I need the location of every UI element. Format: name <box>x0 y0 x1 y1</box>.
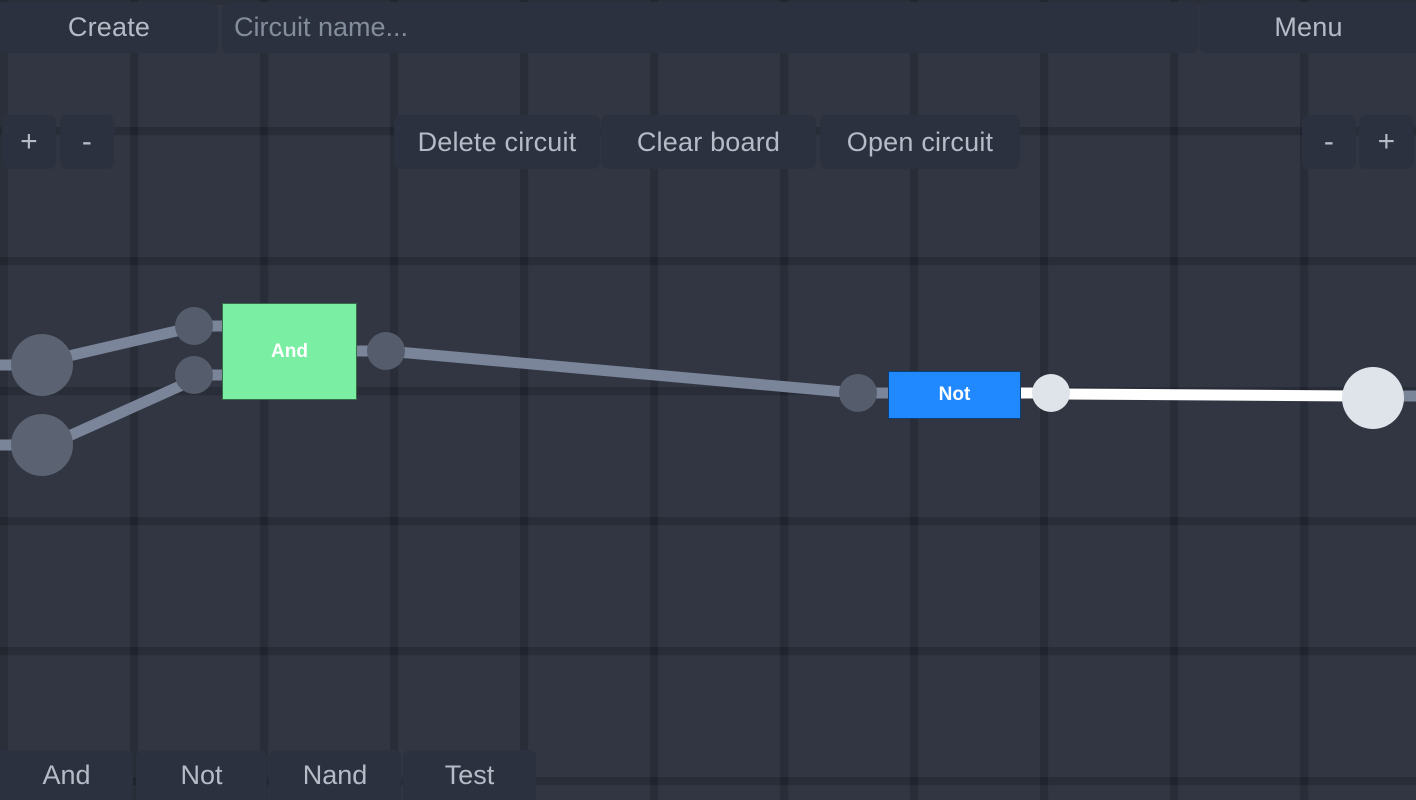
circuit-node-and-out[interactable] <box>367 332 405 370</box>
circuit-node-not-out[interactable] <box>1032 374 1070 412</box>
wire[interactable] <box>57 372 201 446</box>
menu-button[interactable]: Menu <box>1199 2 1416 53</box>
circuit-node-out-1[interactable] <box>1342 367 1404 429</box>
palette-item-and[interactable]: And <box>0 750 133 800</box>
toolbar-primary: Create Menu <box>0 0 1416 55</box>
open-circuit-button[interactable]: Open circuit <box>820 115 1020 169</box>
circuit-node-and-pin-a[interactable] <box>175 307 213 345</box>
toolbar-secondary: + - Delete circuit Clear board Open circ… <box>0 57 1416 169</box>
zoom-in-left-button[interactable]: + <box>2 115 56 169</box>
wire-layer <box>0 320 1416 451</box>
component-palette: And Not Nand Test <box>0 738 1416 800</box>
gate-not[interactable]: Not <box>888 371 1021 419</box>
circuit-name-input[interactable] <box>222 2 1198 53</box>
clear-board-button[interactable]: Clear board <box>601 115 816 169</box>
circuit-node-in-1[interactable] <box>11 334 73 396</box>
delete-circuit-button[interactable]: Delete circuit <box>394 115 600 169</box>
zoom-out-left-button[interactable]: - <box>60 115 114 169</box>
palette-item-not[interactable]: Not <box>136 750 267 800</box>
palette-item-test[interactable]: Test <box>403 750 536 800</box>
circuit-node-not-pin-a[interactable] <box>839 374 877 412</box>
circuit-node-in-2[interactable] <box>11 414 73 476</box>
gate-and[interactable]: And <box>222 303 357 400</box>
create-button[interactable]: Create <box>0 2 218 53</box>
zoom-in-right-button[interactable]: + <box>1359 115 1414 169</box>
wire[interactable] <box>397 346 857 399</box>
wire[interactable] <box>1061 388 1357 402</box>
circuit-node-and-pin-b[interactable] <box>175 356 213 394</box>
zoom-out-right-button[interactable]: - <box>1302 115 1356 169</box>
palette-item-nand[interactable]: Nand <box>269 750 401 800</box>
